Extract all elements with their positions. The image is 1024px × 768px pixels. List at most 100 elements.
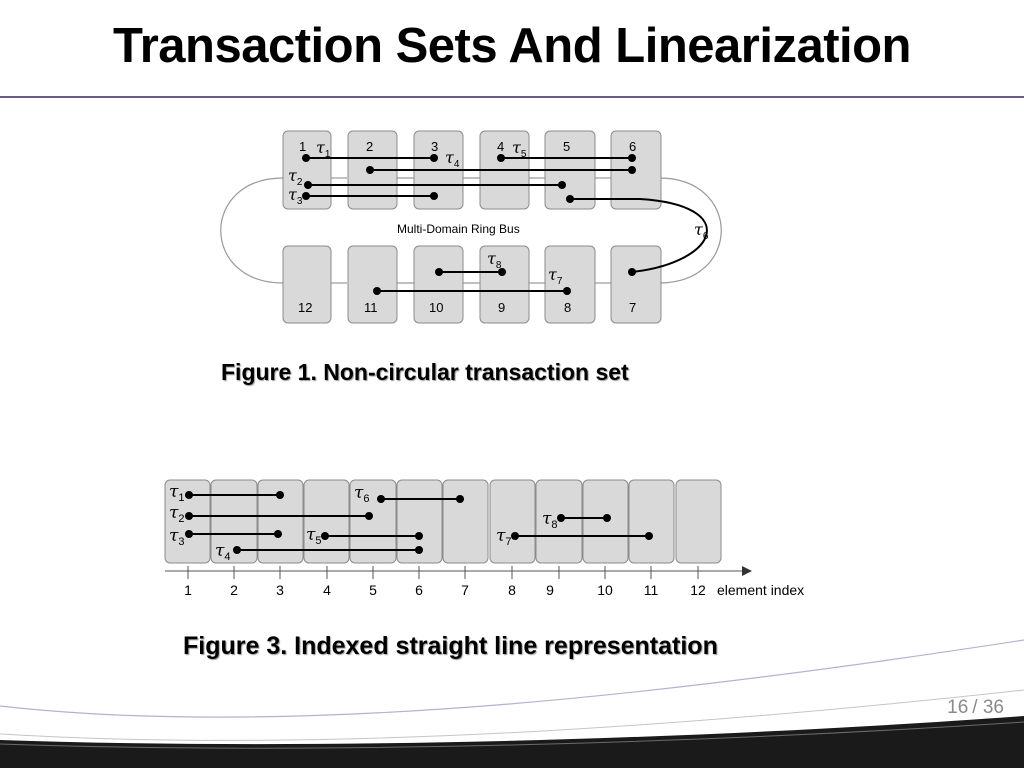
- linear-endpoint: [377, 495, 385, 503]
- ring-endpoint: [302, 192, 310, 200]
- ring-box-7: [610, 245, 662, 324]
- ring-endpoint: [558, 181, 566, 189]
- linear-endpoint: [321, 532, 329, 540]
- axis-tick-label: 8: [508, 582, 516, 598]
- axis-tick-label: 5: [369, 582, 377, 598]
- linear-transaction-label-8: τ8: [542, 509, 558, 531]
- footer-decoration: [0, 639, 1024, 768]
- figure-3-caption: Figure 3. Indexed straight line represen…: [183, 632, 718, 660]
- axis-tick-label: 12: [690, 582, 706, 598]
- ring-transaction-label-4: τ4: [445, 148, 460, 170]
- linear-endpoint: [185, 512, 193, 520]
- ring-bottom-boxes: [282, 245, 662, 324]
- ring-endpoint: [430, 192, 438, 200]
- axis-tick-label: 3: [276, 582, 284, 598]
- ring-endpoint: [430, 154, 438, 162]
- ring-endpoint: [304, 181, 312, 189]
- ring-box-12: [282, 245, 332, 324]
- ring-transaction-label-6: τ6: [694, 220, 709, 242]
- linear-endpoint: [415, 546, 423, 554]
- linear-endpoint: [276, 491, 284, 499]
- ring-box-10: [413, 245, 464, 324]
- linear-transaction-label-7: τ7: [496, 526, 512, 548]
- linear-box-6: [396, 479, 443, 564]
- figure-1-caption: Figure 1. Non-circular transaction set: [221, 359, 629, 385]
- linear-transaction-label-4: τ4: [215, 541, 231, 563]
- linear-box-9: [535, 479, 583, 564]
- linear-endpoint: [185, 491, 193, 499]
- linear-transaction-label-2: τ2: [169, 503, 185, 525]
- ring-box-8: [544, 245, 596, 324]
- ring-box-label: 6: [629, 139, 636, 154]
- page-current: 16: [947, 697, 969, 718]
- linear-box-1: [164, 479, 211, 564]
- linear-box-12: [675, 479, 722, 564]
- ring-transaction-label-2: τ2: [288, 166, 303, 188]
- ring-endpoint: [498, 268, 506, 276]
- axis-tick-label: 6: [415, 582, 423, 598]
- linear-endpoint: [274, 530, 282, 538]
- linear-transaction-label-5: τ5: [306, 525, 322, 547]
- axis-arrow-icon: [742, 566, 752, 576]
- linear-transaction-label-6: τ6: [354, 483, 370, 505]
- linear-transaction-label-3: τ3: [169, 526, 185, 548]
- ring-endpoint: [566, 195, 574, 203]
- ring-box-label: 11: [364, 300, 378, 315]
- ring-endpoint: [435, 268, 443, 276]
- ring-transaction-label-3: τ3: [288, 185, 303, 207]
- element-index-axis: [165, 566, 742, 579]
- ring-box-label: 9: [498, 300, 505, 315]
- ring-box-label: 5: [563, 139, 570, 154]
- linear-endpoint: [233, 546, 241, 554]
- ring-box-label: 3: [431, 139, 438, 154]
- page-total: / 36: [972, 697, 1004, 718]
- ring-endpoint: [497, 154, 505, 162]
- axis-tick-label: 7: [461, 582, 469, 598]
- page-number: 16/ 36: [943, 697, 1004, 719]
- ring-endpoint: [628, 166, 636, 174]
- ring-endpoint: [563, 287, 571, 295]
- linear-box-2: [210, 479, 258, 564]
- ring-transaction-label-8: τ8: [487, 249, 502, 271]
- linear-endpoint: [415, 532, 423, 540]
- ring-box-label: 12: [298, 300, 312, 315]
- ring-box-11: [347, 245, 398, 324]
- linear-endpoint: [603, 514, 611, 522]
- ring-transaction-line-6: [570, 198, 708, 273]
- ring-transaction-label-5: τ5: [512, 138, 527, 160]
- title-rule: [0, 96, 1024, 98]
- axis-label: element index: [717, 582, 804, 598]
- linear-boxes: [164, 479, 722, 564]
- axis-tick-label: 9: [546, 582, 554, 598]
- linear-box-4: [303, 479, 350, 564]
- slide-title: Transaction Sets And Linearization: [112, 19, 912, 73]
- linear-box-11: [628, 479, 675, 564]
- ring-box-label: 1: [299, 139, 306, 154]
- ring-box-1: [282, 130, 332, 210]
- ring-bus-label: Multi-Domain Ring Bus: [397, 222, 520, 236]
- ring-box-label: 8: [564, 300, 571, 315]
- linear-box-3: [257, 479, 304, 564]
- ring-box-label: 7: [629, 300, 636, 315]
- linear-endpoint: [456, 495, 464, 503]
- ring-box-label: 2: [366, 139, 373, 154]
- axis-tick-label: 11: [644, 582, 659, 598]
- linear-endpoint: [645, 532, 653, 540]
- axis-tick-label: 1: [184, 582, 192, 598]
- axis-tick-label: 2: [230, 582, 238, 598]
- ring-box-label: 10: [429, 300, 443, 315]
- ring-transaction-label-1: τ1: [316, 138, 331, 160]
- ring-endpoint: [628, 154, 636, 162]
- linear-endpoint: [511, 532, 519, 540]
- linear-transaction-label-1: τ1: [169, 482, 185, 504]
- linear-box-7: [442, 479, 489, 564]
- linear-endpoint: [557, 514, 565, 522]
- linear-box-8: [489, 479, 536, 564]
- ring-box-9: [479, 245, 530, 324]
- axis-tick-label: 10: [597, 582, 613, 598]
- linear-endpoint: [185, 530, 193, 538]
- ring-endpoint: [628, 268, 636, 276]
- ring-bus-outline: [220, 177, 722, 284]
- linear-endpoint: [365, 512, 373, 520]
